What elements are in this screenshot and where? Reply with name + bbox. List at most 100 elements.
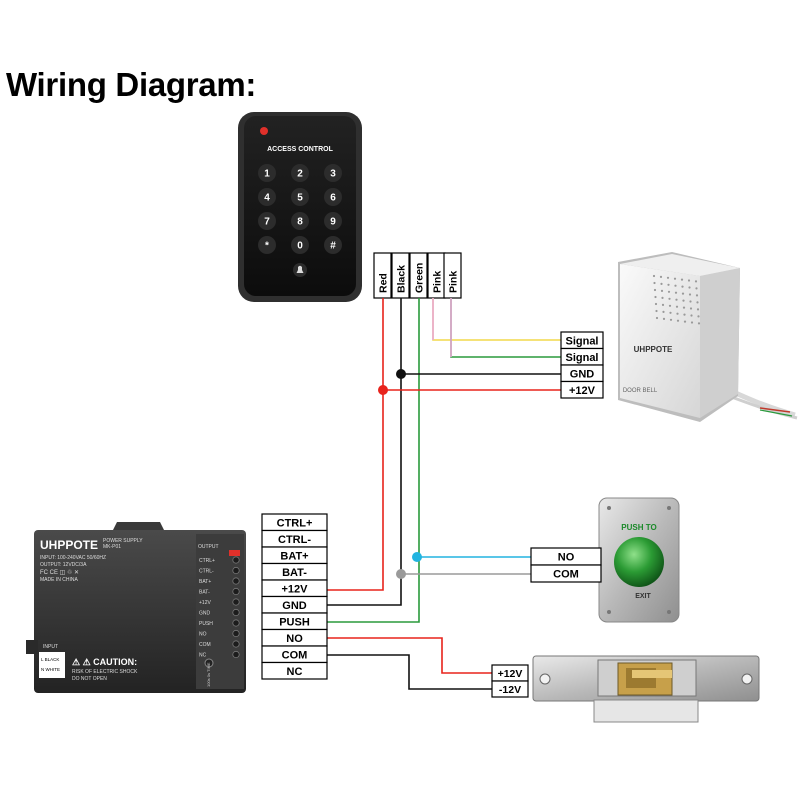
keypad-key <box>291 212 309 230</box>
keypad-key <box>258 188 276 206</box>
keypad-key <box>324 212 342 230</box>
keypad-key <box>291 236 309 254</box>
doorbell-terminal-label: GND <box>570 368 595 380</box>
psu-output-labels: CTRL+ CTRL- BAT+ BAT- +12V GND PUSH NO COM NC <box>199 558 215 659</box>
lock-terminal-box <box>491 680 529 698</box>
keypad-key-label: 8 <box>297 217 303 228</box>
psu-output-label: COM <box>199 642 211 648</box>
exit-top-text: PUSH TO <box>621 523 656 532</box>
psu-subtitle: POWER SUPPLY <box>103 538 143 544</box>
keypad-key-label: 4 <box>264 193 270 204</box>
reader-wire-label: Green <box>414 263 426 293</box>
exit-terminal-label: NO <box>558 552 575 564</box>
keypad-key <box>258 212 276 230</box>
keypad-key <box>291 164 309 182</box>
psu-brand: UHPPOTE <box>40 538 98 552</box>
psu-terminal-box <box>261 661 328 680</box>
reader-wire-label: Red <box>378 273 390 293</box>
keypad-key-label: # <box>330 241 336 252</box>
psu-output-label: NO <box>199 632 207 638</box>
doorbell-terminal-label: +12V <box>569 385 596 397</box>
psu-output-label: BAT+ <box>199 579 211 585</box>
lock-terminal-label: -12V <box>499 684 521 696</box>
psu-output-label: NC <box>199 653 207 659</box>
power-supply-device: UHPPOTE POWER SUPPLY MK-P01 INPUT: 100-2… <box>26 522 246 693</box>
exit-button-terminals: NO COM <box>530 547 602 583</box>
psu-output-label: CTRL- <box>199 569 214 575</box>
psu-model: MK-P01 <box>103 544 121 550</box>
keypad-header: ACCESS CONTROL <box>267 146 333 153</box>
lock-terminals: +12V -12V <box>491 664 529 698</box>
psu-output-label: BAT- <box>199 590 210 596</box>
psu-caution-line1: RISK OF ELECTRIC SHOCK <box>72 669 138 675</box>
psu-caution-line2: DO NOT OPEN <box>72 676 107 682</box>
bell-icon <box>296 265 304 273</box>
psu-terminal-label: COM <box>282 649 308 661</box>
reader-wire-labels: Red Black Green Pink Pink <box>373 252 462 299</box>
exit-terminal-label: COM <box>553 569 579 581</box>
wires <box>327 298 561 690</box>
psu-input-header: INPUT <box>43 644 58 650</box>
psu-output-spec: OUTPUT: 12VDC/3A <box>40 562 87 568</box>
keypad-key-label: 3 <box>330 169 336 180</box>
lock-terminal-label: +12V <box>498 668 523 680</box>
keypad-key <box>291 188 309 206</box>
status-led <box>260 127 268 135</box>
psu-input-n: N WHITE <box>41 667 60 672</box>
keypad-key-label: 6 <box>330 193 336 204</box>
psu-input-l: L BLACK <box>41 657 59 662</box>
exit-terminal-box <box>530 564 602 583</box>
keypad-key-label: 0 <box>297 241 303 252</box>
keypad-key <box>324 236 342 254</box>
psu-terminal-label: CTRL- <box>278 534 311 546</box>
exit-button-device: PUSH TO EXIT <box>598 497 680 623</box>
electric-strike-device <box>532 655 760 723</box>
psu-terminal-label: PUSH <box>279 616 310 628</box>
psu-input-spec: INPUT: 100-240VAC 50/60HZ <box>40 555 106 561</box>
psu-output-label: +12V <box>199 600 211 606</box>
page-title: Wiring Diagram: <box>6 66 257 103</box>
keypad-key-label: 1 <box>264 169 270 180</box>
keypad-key <box>324 164 342 182</box>
psu-output-label: CTRL+ <box>199 558 215 564</box>
psu-terminal-label: NO <box>286 633 303 645</box>
keypad-key <box>258 236 276 254</box>
keypad-key <box>258 164 276 182</box>
keypad-key <box>324 188 342 206</box>
psu-terminal-label: +12V <box>282 583 309 595</box>
psu-output-header: OUTPUT <box>198 544 219 550</box>
output-terminal-screws <box>232 556 240 659</box>
doorbell-terminal-box <box>560 380 604 399</box>
exit-push-button <box>614 537 664 587</box>
doorbell-label: DOOR BELL <box>623 388 658 394</box>
psu-output-label: GND <box>199 611 211 617</box>
psu-terminal-block: CTRL+ CTRL- BAT+ BAT- +12V GND PUSH NO COM NC <box>261 513 328 680</box>
doorbell-terminal-label: Signal <box>565 335 598 347</box>
psu-terminal-label: CTRL+ <box>277 517 313 529</box>
doorbell-brand: UHPPOTE <box>634 345 673 354</box>
exit-bottom-text: EXIT <box>635 593 651 600</box>
psu-terminal-label: GND <box>282 600 307 612</box>
time-knob <box>204 658 214 668</box>
keypad-key-label: 2 <box>297 169 303 180</box>
psu-certification: FC CE ◫ ♲ ✕ <box>40 569 79 576</box>
reader-wire-label: Black <box>396 265 408 293</box>
doorbell-terminal-label: Signal <box>565 352 598 364</box>
reader-wire-box <box>443 252 462 299</box>
keypad-key-label: * <box>265 241 269 252</box>
psu-made-in: MADE IN CHINA <box>40 577 78 583</box>
psu-terminal-label: BAT- <box>282 567 307 579</box>
psu-time-label: 100s 0s TIME <box>206 662 211 687</box>
psu-terminal-label: BAT+ <box>280 550 308 562</box>
keypad-key-label: 7 <box>264 217 270 228</box>
reader-wire-label: Pink <box>432 271 444 293</box>
psu-terminal-label: NC <box>287 666 303 678</box>
psu-output-label: PUSH <box>199 621 213 627</box>
psu-caution-title: ⚠ ⚠ CAUTION: <box>72 657 137 667</box>
reader-wire-label: Pink <box>448 271 460 293</box>
keypad-key-label: 9 <box>330 217 336 228</box>
